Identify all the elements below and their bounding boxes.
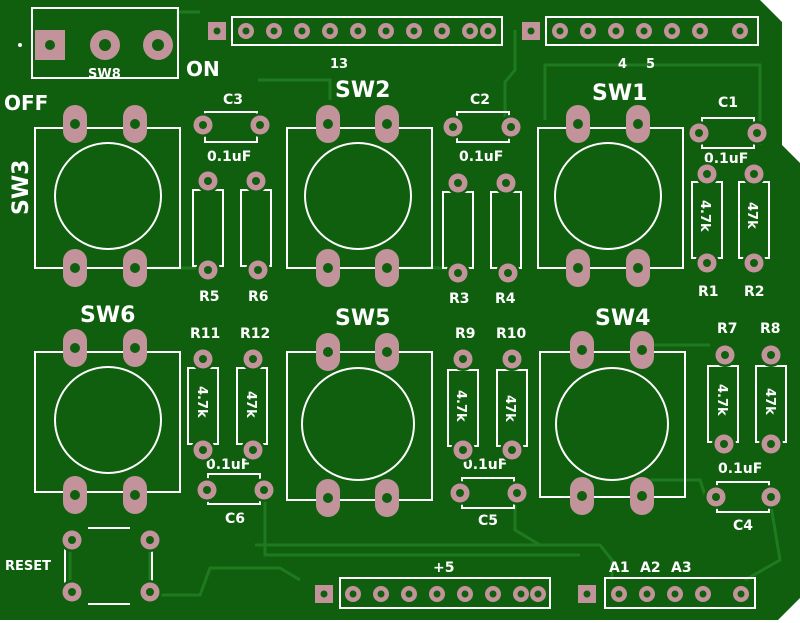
resistor-r8-value: 47k [762,388,777,415]
resistor-r6-label: R6 [248,289,269,305]
resistor-r11-value: 4.7k [194,386,209,418]
reset-button-label: RESET [5,559,51,574]
capacitor-c6-value: 0.1uF [206,457,250,473]
resistor-r2 [738,162,770,275]
resistor-r2-value: 47k [744,202,759,229]
reset-button-footprint [60,527,162,605]
resistor-r12 [236,347,268,462]
switch-sw5-label: SW5 [335,306,390,331]
header-pin-a3-label: A3 [671,560,692,576]
resistor-r9-label: R9 [455,326,476,342]
header-pin-5-label: 5 [646,57,655,72]
header-top-right [522,16,759,46]
capacitor-c2 [441,111,523,143]
resistor-r12-value: 47k [243,391,258,418]
switch-sw1-footprint [537,105,684,287]
resistor-r10 [496,347,528,462]
header-top-left [208,16,503,46]
capacitor-c4-label: C4 [733,518,753,534]
switch-sw6-label: SW6 [80,303,135,328]
resistor-r8 [755,343,787,456]
resistor-r11-label: R11 [190,326,220,342]
switch-sw1-label: SW1 [592,81,647,106]
capacitor-c1-label: C1 [718,95,738,111]
header-bottom-left [315,577,551,609]
switch-sw2-footprint [286,105,433,287]
resistor-r10-label: R10 [496,326,527,342]
power-switch-label: SW8 [88,67,121,82]
resistor-r1 [691,162,723,275]
header-bottom-right [578,577,756,609]
resistor-r8-label: R8 [760,321,781,337]
resistor-r5-label: R5 [199,289,220,305]
header-pin-a1-label: A1 [609,560,630,576]
resistor-r3 [442,171,474,285]
resistor-r2-label: R2 [744,284,765,300]
resistor-r4-label: R4 [495,291,516,307]
capacitor-c5 [448,477,529,509]
switch-sw6-footprint [34,329,181,514]
power-switch [18,7,179,79]
capacitor-c2-label: C2 [470,92,490,108]
resistor-r7-label: R7 [717,321,738,337]
capacitor-c1-value: 0.1uF [704,151,748,167]
resistor-r7 [707,343,739,456]
resistor-r6 [240,169,272,282]
capacitor-c3-label: C3 [223,92,243,108]
switch-sw2-label: SW2 [335,78,390,103]
header-bottom-left-label: +5 [433,560,454,576]
switch-sw3-label: SW3 [9,160,34,215]
resistor-r12-label: R12 [240,326,270,342]
switch-sw4-label: SW4 [595,306,650,331]
capacitor-c4-value: 0.1uF [718,461,762,477]
power-off-label: OFF [4,91,48,115]
power-on-label: ON [186,57,220,81]
capacitor-c2-value: 0.1uF [459,149,503,165]
header-pin-a2-label: A2 [640,560,661,576]
resistor-r1-value: 4.7k [697,200,712,232]
resistor-r10-value: 47k [502,395,517,422]
resistor-r5 [192,169,224,282]
switch-sw4-footprint [539,331,686,515]
capacitor-c6-label: C6 [225,511,245,527]
resistor-r9 [447,347,479,462]
capacitor-c6 [195,473,276,505]
header-top-left-pin-label: 13 [330,57,348,72]
header-pin-4-label: 4 [618,57,627,72]
resistor-r11 [187,347,219,462]
capacitor-c1 [687,117,769,149]
capacitor-c3-value: 0.1uF [207,149,251,165]
capacitor-c4 [704,481,783,513]
resistor-r4 [490,171,522,285]
switch-sw5-footprint [286,333,433,517]
switch-sw3-footprint [34,105,181,287]
resistor-r3-label: R3 [449,291,470,307]
capacitor-c3 [191,111,272,143]
capacitor-c5-label: C5 [478,513,498,529]
resistor-r9-value: 4.7k [453,390,468,422]
resistor-r1-label: R1 [698,284,719,300]
resistor-r7-value: 4.7k [714,384,729,416]
capacitor-c5-value: 0.1uF [463,457,507,473]
